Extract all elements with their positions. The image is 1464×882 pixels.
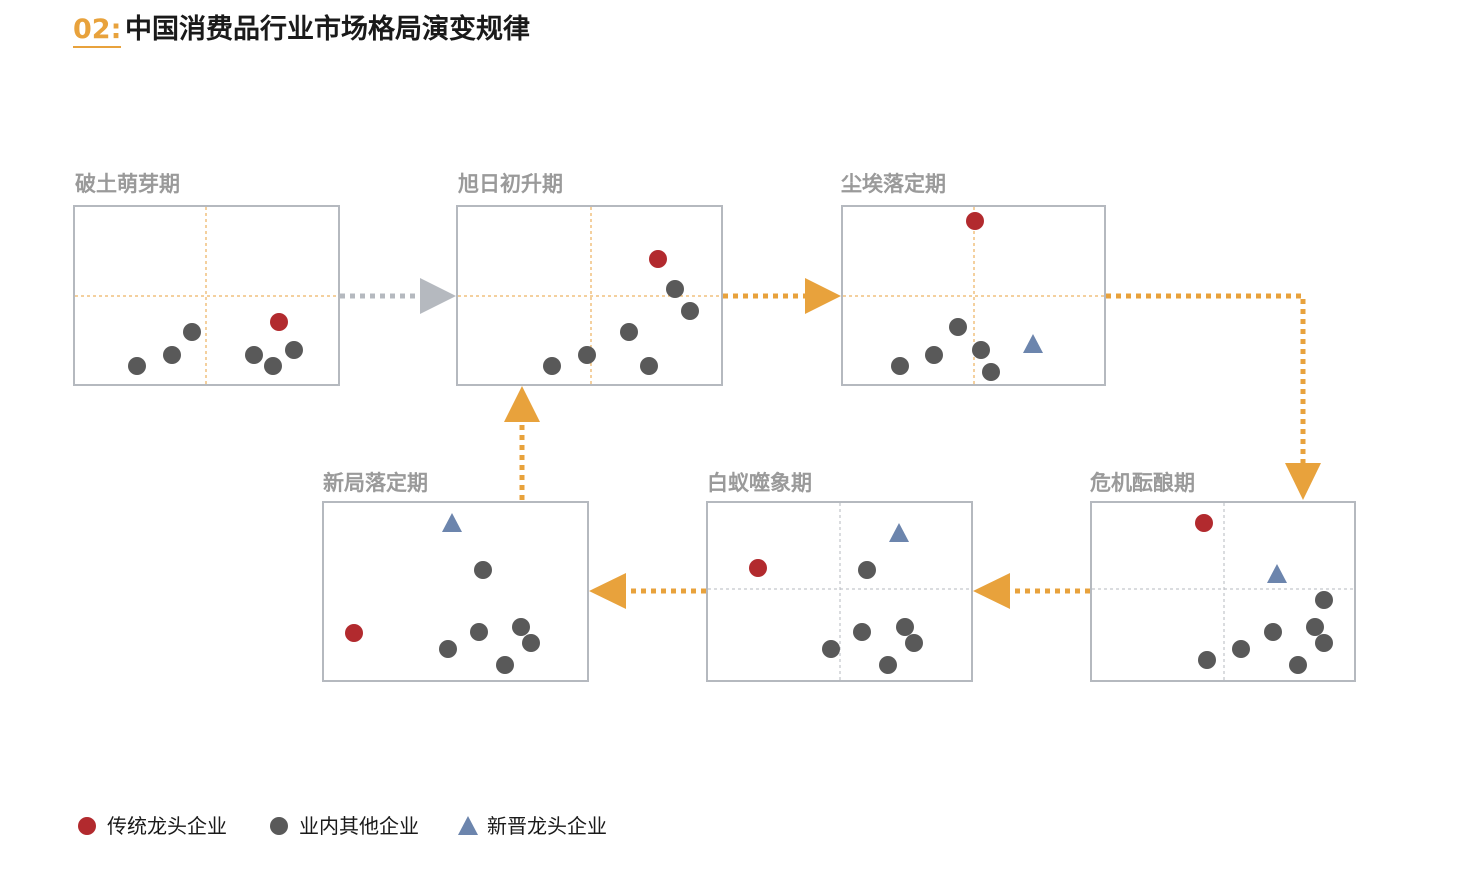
new-leader-marker (1267, 564, 1287, 583)
other-firm-marker (858, 561, 876, 579)
arrowhead-left-icon (589, 573, 626, 609)
stage-label-2: 旭日初升期 (458, 172, 563, 196)
other-firm-marker (470, 623, 488, 641)
other-firm-marker (496, 656, 514, 674)
new-leader-marker (442, 513, 462, 532)
other-firm-marker (853, 623, 871, 641)
stage-label-1: 破土萌芽期 (75, 172, 180, 196)
other-firm-marker (474, 561, 492, 579)
other-firm-marker (128, 357, 146, 375)
other-firm-marker (896, 618, 914, 636)
traditional-leader-marker (749, 559, 767, 577)
new-leader-marker (1023, 334, 1043, 353)
stage-panel-1 (73, 205, 340, 386)
other-firm-marker (512, 618, 530, 636)
traditional-leader-marker (345, 624, 363, 642)
legend-label: 业内其他企业 (299, 814, 419, 838)
stage-label-5: 白蚁噬象期 (707, 471, 812, 495)
other-firm-marker (666, 280, 684, 298)
other-firm-marker (949, 318, 967, 336)
arrowhead-left-icon (973, 573, 1010, 609)
other-firm-marker (891, 357, 909, 375)
red-circle-icon (78, 817, 96, 835)
legend-label: 新晋龙头企业 (487, 814, 607, 838)
other-firm-marker (1232, 640, 1250, 658)
other-firm-marker (578, 346, 596, 364)
traditional-leader-marker (1195, 514, 1213, 532)
stage-panel-4 (1090, 501, 1356, 682)
stage-label-6: 新局落定期 (323, 471, 428, 495)
other-firm-marker (822, 640, 840, 658)
arrowhead-down-icon (1285, 463, 1321, 500)
connector-s3-s4 (1106, 293, 1306, 463)
other-firm-marker (285, 341, 303, 359)
stage-panel-5 (706, 501, 973, 682)
stage-label-4: 危机酝酿期 (1090, 471, 1195, 495)
stage-label-3: 尘埃落定期 (841, 172, 946, 196)
other-firm-marker (879, 656, 897, 674)
other-firm-marker (1306, 618, 1324, 636)
other-firm-marker (1289, 656, 1307, 674)
other-firm-marker (1315, 634, 1333, 652)
other-firm-marker (982, 363, 1000, 381)
other-firm-marker (163, 346, 181, 364)
other-firm-marker (245, 346, 263, 364)
other-firm-marker (1315, 591, 1333, 609)
arrowhead-right-gray-icon (420, 278, 456, 314)
traditional-leader-marker (966, 212, 984, 230)
flow-arrows (340, 278, 1321, 609)
other-firm-marker (264, 357, 282, 375)
arrowhead-right-icon (805, 278, 841, 314)
stage-panel-6 (322, 501, 589, 682)
other-firm-marker (183, 323, 201, 341)
traditional-leader-marker (270, 313, 288, 331)
other-firm-marker (972, 341, 990, 359)
other-firm-marker (640, 357, 658, 375)
page-title: 中国消费品行业市场格局演变规律 (125, 14, 530, 45)
other-firm-marker (439, 640, 457, 658)
other-firm-marker (543, 357, 561, 375)
other-firm-marker (620, 323, 638, 341)
arrowhead-up-icon (504, 386, 540, 422)
other-firm-marker (1198, 651, 1216, 669)
stage-panel-3 (841, 205, 1106, 386)
other-firm-marker (1264, 623, 1282, 641)
other-firm-marker (681, 302, 699, 320)
other-firm-marker (925, 346, 943, 364)
stage-panel-2 (456, 205, 723, 386)
legend-label: 传统龙头企业 (107, 814, 227, 838)
other-firm-marker (522, 634, 540, 652)
section-number: 02: (73, 14, 122, 48)
gray-circle-icon (270, 817, 288, 835)
stage-frame (1090, 501, 1356, 682)
other-firm-marker (905, 634, 923, 652)
blue-triangle-icon (458, 816, 478, 835)
traditional-leader-marker (649, 250, 667, 268)
new-leader-marker (889, 523, 909, 542)
